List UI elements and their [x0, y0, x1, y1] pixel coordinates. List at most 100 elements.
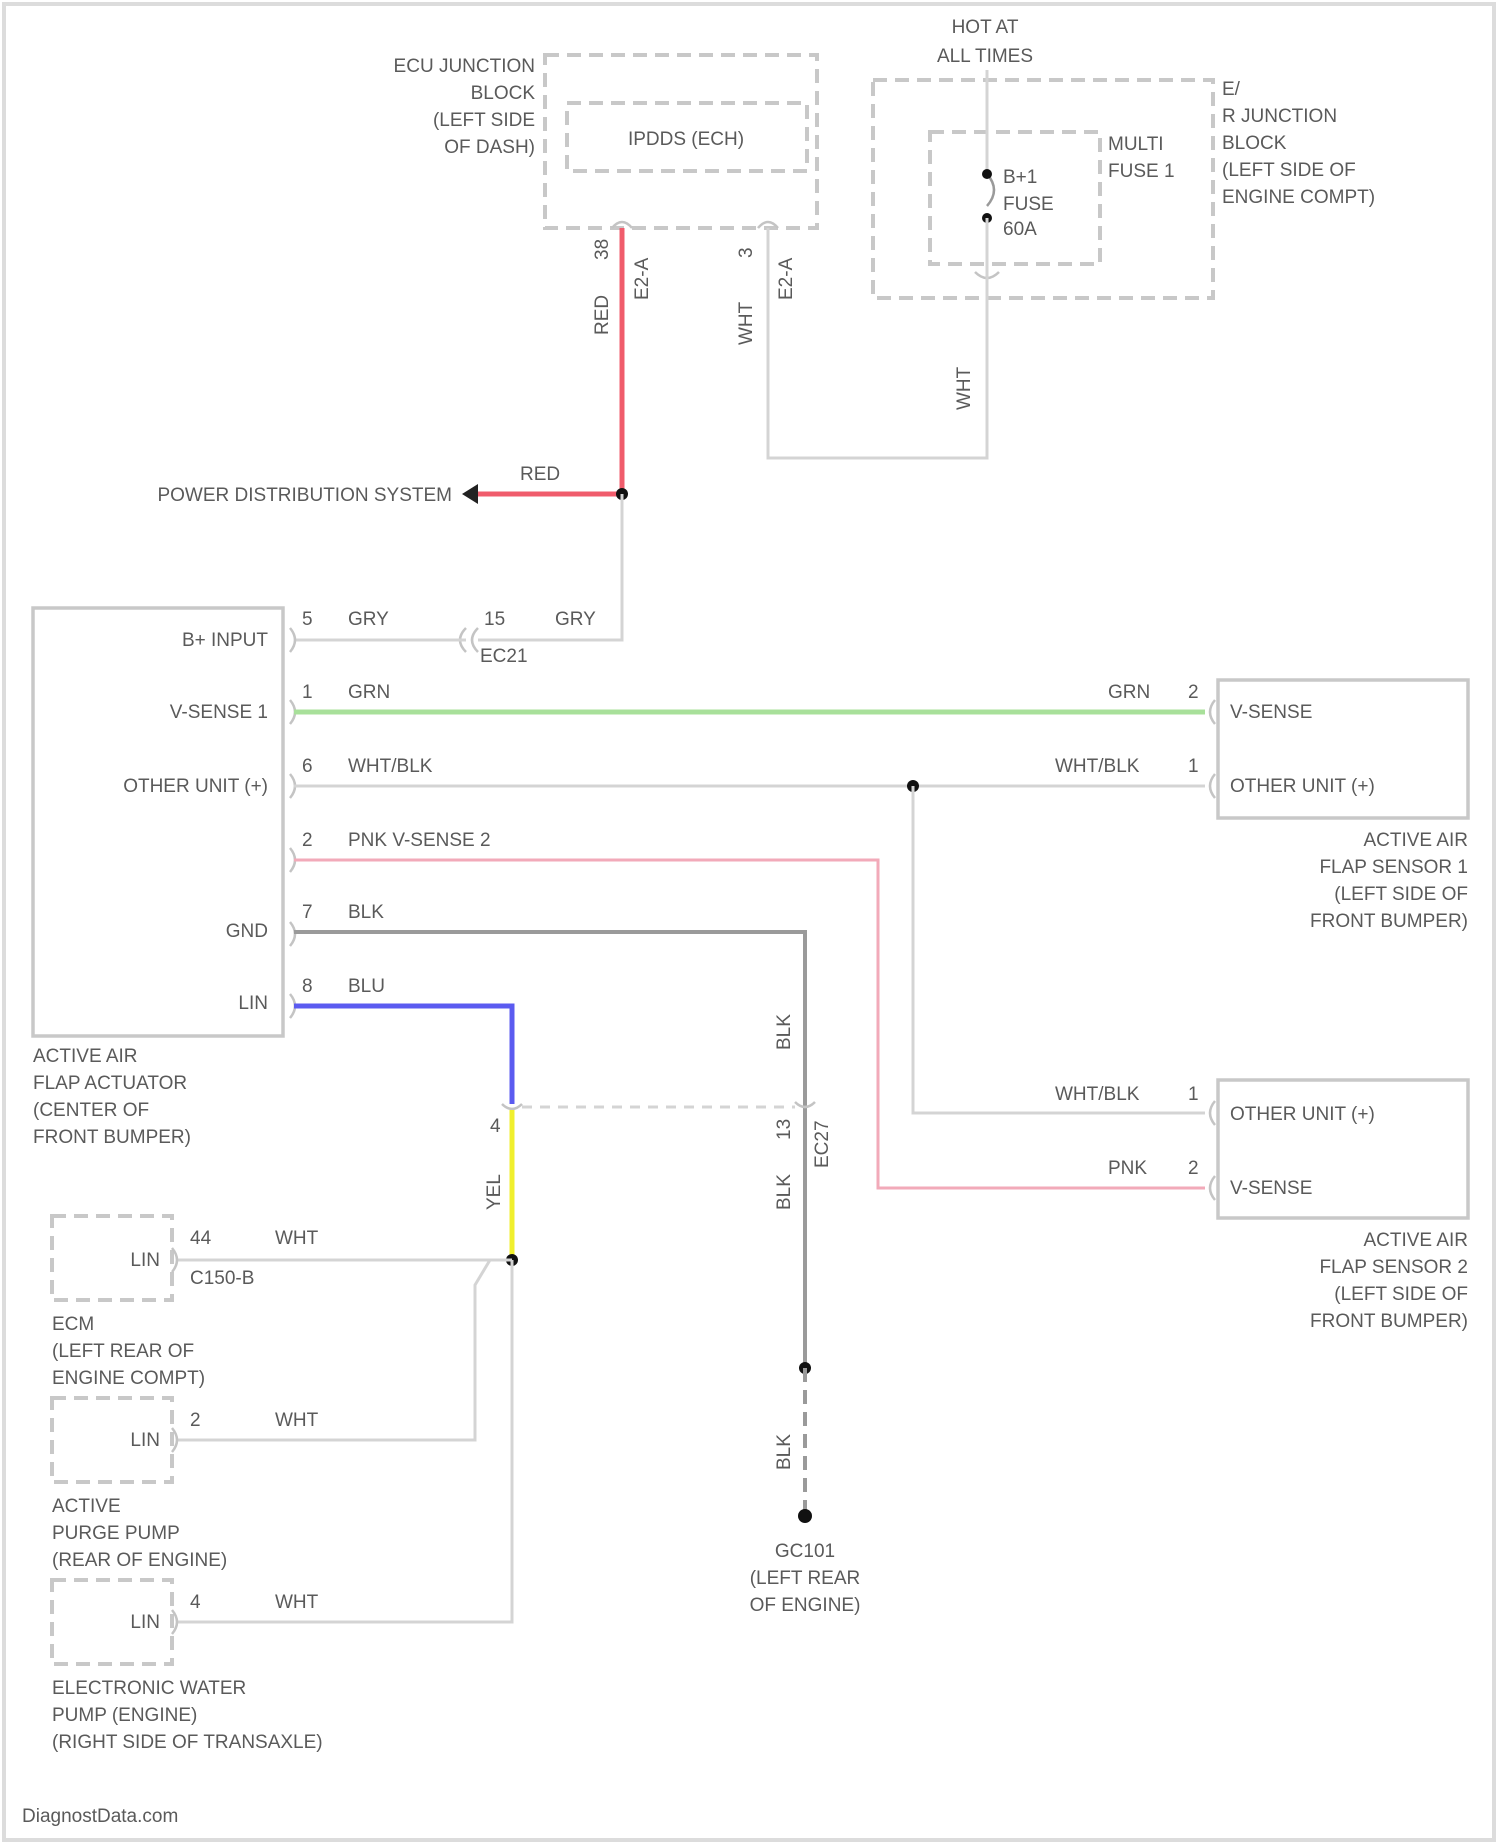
actuator-wire-blk: BLK	[348, 902, 384, 923]
pnk-wire-label-sensor2: PNK	[1108, 1158, 1147, 1179]
svg-text:FRONT BUMPER): FRONT BUMPER)	[33, 1127, 191, 1148]
svg-text:B+1: B+1	[1003, 167, 1037, 188]
svg-text:FRONT BUMPER): FRONT BUMPER)	[1310, 1311, 1468, 1332]
ecu-conn-right: E2-A	[776, 257, 797, 300]
actuator-pin-label-b-input: B+ INPUT	[182, 630, 268, 651]
water-pump-pin: 4	[190, 1592, 201, 1613]
wht-wire-label-vertical-2: WHT	[954, 366, 975, 410]
svg-text:ENGINE COMPT): ENGINE COMPT)	[52, 1368, 205, 1389]
svg-text:FLAP ACTUATOR: FLAP ACTUATOR	[33, 1073, 187, 1094]
power-distribution-arrow-icon	[462, 484, 478, 504]
svg-text:(CENTER OF: (CENTER OF	[33, 1100, 149, 1121]
svg-text:ACTIVE: ACTIVE	[52, 1496, 121, 1517]
water-pump-wire: WHT	[275, 1592, 319, 1613]
ipdds-label: IPDDS (ECH)	[628, 129, 744, 150]
actuator-wire-grn: GRN	[348, 682, 390, 703]
purge-pin: 2	[190, 1410, 201, 1431]
purge-caption: ACTIVE PURGE PUMP (REAR OF ENGINE)	[52, 1496, 227, 1571]
sensor2-other-label: OTHER UNIT (+)	[1230, 1104, 1375, 1125]
svg-text:PURGE PUMP: PURGE PUMP	[52, 1523, 180, 1544]
ecm-pin: 44	[190, 1228, 212, 1249]
r-junction-caption: E/ R JUNCTION BLOCK (LEFT SIDE OF ENGINE…	[1222, 79, 1375, 208]
svg-text:ACTIVE AIR: ACTIVE AIR	[33, 1046, 138, 1067]
svg-text:ECM: ECM	[52, 1314, 94, 1335]
blk-wire-label-3: BLK	[774, 1434, 795, 1470]
actuator-pin-label-lin: LIN	[238, 993, 268, 1014]
sensor1-vsense-connector	[1210, 700, 1215, 724]
purge-wire: WHT	[275, 1410, 319, 1431]
actuator-wire-blu: BLU	[348, 976, 385, 997]
yel-pin: 4	[490, 1116, 501, 1137]
svg-text:(LEFT REAR OF: (LEFT REAR OF	[52, 1341, 194, 1362]
sensor2-pin-vsense: 2	[1188, 1158, 1199, 1179]
actuator-pin-7: 7	[302, 902, 313, 923]
svg-text:ACTIVE AIR: ACTIVE AIR	[1363, 830, 1468, 851]
ecm-wire: WHT	[275, 1228, 319, 1249]
actuator-caption: ACTIVE AIR FLAP ACTUATOR (CENTER OF FRON…	[33, 1046, 191, 1148]
svg-text:(LEFT SIDE OF: (LEFT SIDE OF	[1334, 1284, 1468, 1305]
actuator-pin-6: 6	[302, 756, 313, 777]
sensor1-pin-vsense: 2	[1188, 682, 1199, 703]
svg-text:(REAR OF ENGINE): (REAR OF ENGINE)	[52, 1550, 227, 1571]
ecu-junction-caption: ECU JUNCTION BLOCK (LEFT SIDE OF DASH)	[394, 56, 536, 158]
svg-text:FLAP SENSOR 1: FLAP SENSOR 1	[1319, 857, 1468, 878]
pnk-wire-vsense2	[294, 860, 1205, 1188]
actuator-pin-label-gnd: GND	[226, 921, 268, 942]
svg-text:ELECTRONIC WATER: ELECTRONIC WATER	[52, 1678, 246, 1699]
actuator-pin-label-other-unit: OTHER UNIT (+)	[123, 776, 268, 797]
actuator-pin-2: 2	[302, 830, 313, 851]
sensor1-other-connector	[1210, 774, 1215, 798]
watermark: DiagnostData.com	[22, 1806, 178, 1827]
purge-lin-label: LIN	[130, 1430, 160, 1451]
gry-wire-label-right: GRY	[555, 609, 596, 630]
actuator-wire-wht-blk: WHT/BLK	[348, 756, 433, 777]
sensor2-vsense-label: V-SENSE	[1230, 1178, 1312, 1199]
ec27-name: EC27	[812, 1120, 833, 1168]
svg-text:(LEFT SIDE: (LEFT SIDE	[433, 110, 535, 131]
svg-text:BLOCK: BLOCK	[1222, 133, 1287, 154]
yel-wire-label: YEL	[484, 1174, 505, 1210]
actuator-pin-label-vsense1: V-SENSE 1	[170, 702, 268, 723]
svg-text:60A: 60A	[1003, 219, 1037, 240]
svg-text:MULTI: MULTI	[1108, 134, 1164, 155]
ec21-connector	[472, 628, 478, 652]
wht-blk-wire-label-sensor1: WHT/BLK	[1055, 756, 1140, 777]
ecu-conn-left: E2-A	[632, 257, 653, 300]
blu-wire-lin	[294, 1006, 512, 1104]
svg-text:(LEFT SIDE OF: (LEFT SIDE OF	[1334, 884, 1468, 905]
svg-text:E/: E/	[1222, 79, 1241, 100]
red-wire-label-horizontal: RED	[520, 464, 560, 485]
lin-connector	[502, 1104, 522, 1109]
grn-wire-label-right: GRN	[1108, 682, 1150, 703]
actuator-pin-5: 5	[302, 609, 313, 630]
blk-wire-label-2: BLK	[774, 1174, 795, 1210]
svg-text:(RIGHT SIDE OF TRANSAXLE): (RIGHT SIDE OF TRANSAXLE)	[52, 1732, 323, 1753]
svg-text:FLAP SENSOR 2: FLAP SENSOR 2	[1319, 1257, 1468, 1278]
sensor1-pin-other: 1	[1188, 756, 1199, 777]
ground-caption-1: (LEFT REAR	[750, 1568, 861, 1589]
wht-blk-wire-label-sensor2: WHT/BLK	[1055, 1084, 1140, 1105]
ec27-pin: 13	[774, 1119, 795, 1140]
active-air-flap-actuator	[33, 608, 283, 1036]
svg-text:R JUNCTION: R JUNCTION	[1222, 106, 1337, 127]
svg-text:FUSE 1: FUSE 1	[1108, 161, 1175, 182]
sensor2-pin-other: 1	[1188, 1084, 1199, 1105]
wht-blk-wire-to-sensor2	[913, 786, 1205, 1113]
sensor1-caption: ACTIVE AIR FLAP SENSOR 1 (LEFT SIDE OF F…	[1310, 830, 1468, 932]
sensor2-other-connector	[1210, 1101, 1215, 1125]
blk-wire-label-1: BLK	[774, 1014, 795, 1050]
svg-text:OF DASH): OF DASH)	[444, 137, 535, 158]
wht-wire-label-vertical-1: WHT	[736, 301, 757, 345]
hot-label-2: ALL TIMES	[937, 46, 1033, 67]
svg-text:PUMP (ENGINE): PUMP (ENGINE)	[52, 1705, 197, 1726]
hot-label-1: HOT AT	[952, 17, 1019, 38]
power-distribution-label: POWER DISTRIBUTION SYSTEM	[157, 485, 452, 506]
water-pump-lin-label: LIN	[130, 1612, 160, 1633]
svg-text:FRONT BUMPER): FRONT BUMPER)	[1310, 911, 1468, 932]
sensor2-vsense-connector	[1210, 1176, 1215, 1200]
ec21-name: EC21	[480, 646, 528, 667]
svg-text:ECU JUNCTION: ECU JUNCTION	[394, 56, 535, 77]
water-pump-caption: ELECTRONIC WATER PUMP (ENGINE) (RIGHT SI…	[52, 1678, 323, 1753]
ecm-connector-name: C150-B	[190, 1268, 254, 1289]
